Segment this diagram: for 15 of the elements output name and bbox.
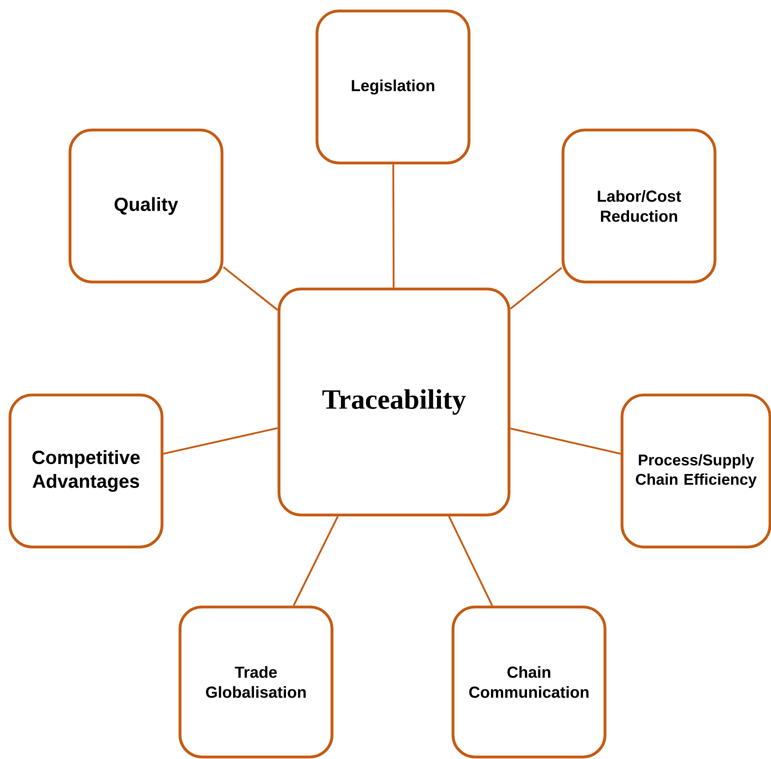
center-box: Traceability: [278, 288, 510, 516]
topic-box: Process/Supply Chain Efficiency: [620, 394, 771, 548]
connector-line: [510, 267, 562, 310]
connector-line: [163, 427, 278, 455]
connector-line: [392, 164, 395, 288]
connector-line: [448, 516, 493, 606]
connector-line: [292, 516, 339, 606]
topic-box: Labor/Cost Reduction: [562, 128, 716, 284]
topic-box: Chain Communication: [452, 606, 606, 758]
connector-line: [510, 428, 621, 455]
topic-box: Competitive Advantages: [8, 394, 164, 548]
topic-box: Trade Globalisation: [178, 606, 334, 758]
topic-box: Legislation: [316, 10, 470, 164]
topic-box: Quality: [68, 128, 224, 284]
connector-line: [222, 266, 278, 311]
